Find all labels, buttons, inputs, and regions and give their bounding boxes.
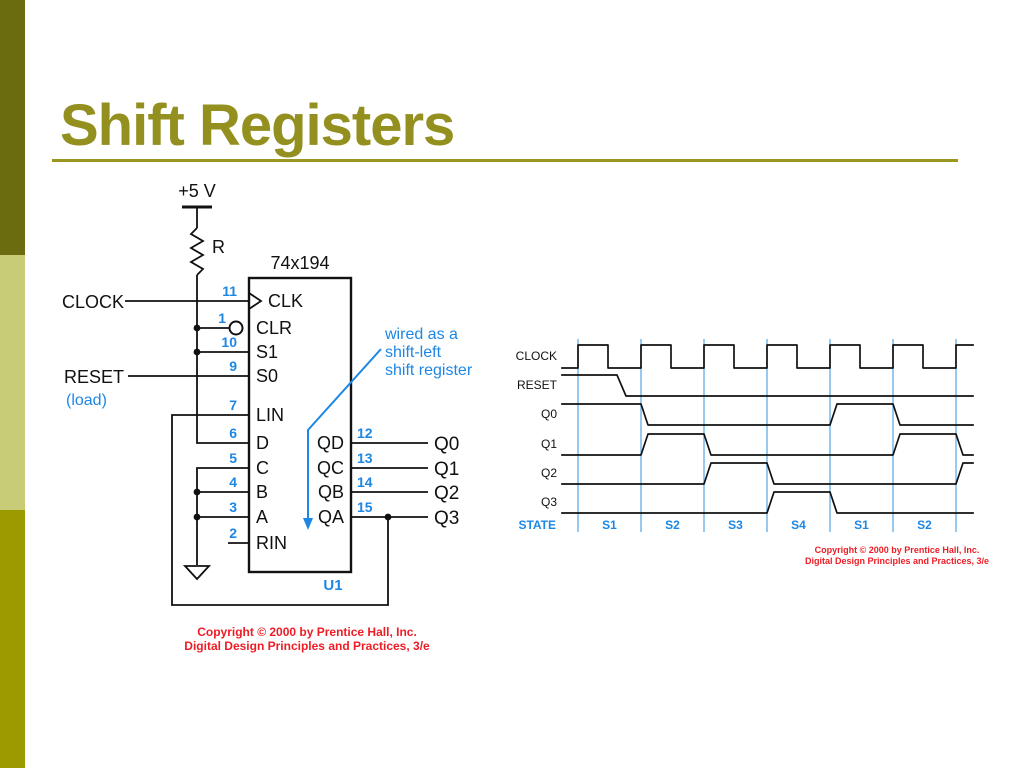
waveform-q0 bbox=[561, 403, 974, 426]
circuit-diagram: +5 V R 74x194 U1 CLOCK RESET (load) wire… bbox=[62, 181, 473, 653]
feedback-wire bbox=[171, 414, 389, 606]
copyright-line: Digital Design Principles and Practices,… bbox=[184, 639, 430, 653]
output-label-q3: Q3 bbox=[434, 508, 459, 529]
output-label-q2: Q2 bbox=[434, 483, 459, 504]
annotation-line: shift register bbox=[385, 362, 473, 379]
waveform-reset bbox=[561, 374, 974, 397]
pin-number: 5 bbox=[229, 450, 237, 466]
pin-name-s0: S0 bbox=[256, 366, 278, 386]
arrowhead-icon bbox=[303, 518, 313, 530]
junction-dot bbox=[193, 348, 201, 356]
chip-ref-label: U1 bbox=[323, 577, 342, 594]
ground-icon bbox=[182, 565, 212, 581]
power-label: +5 V bbox=[178, 181, 216, 201]
pin-number: 3 bbox=[229, 499, 237, 515]
pin-number: 14 bbox=[357, 474, 373, 490]
signal-label-q2: Q2 bbox=[541, 466, 557, 480]
pin-number: 13 bbox=[357, 450, 373, 466]
pin-name-a: A bbox=[256, 507, 268, 527]
timing-waveforms bbox=[561, 344, 974, 514]
waveform-q3 bbox=[561, 491, 974, 514]
chip-body bbox=[247, 276, 353, 574]
junction-dot bbox=[193, 324, 201, 332]
state-label: S2 bbox=[917, 518, 932, 532]
pin-name-qc: QC bbox=[317, 458, 344, 478]
clock-edge-triangle-icon bbox=[248, 292, 263, 310]
clr-inversion-bubble-icon bbox=[228, 320, 244, 336]
state-label: S1 bbox=[602, 518, 617, 532]
signal-label-q3: Q3 bbox=[541, 495, 557, 509]
junction-dot bbox=[193, 513, 201, 521]
waveform-q1 bbox=[561, 433, 974, 456]
state-label: S3 bbox=[728, 518, 743, 532]
pin-name-b: B bbox=[256, 482, 268, 502]
pin-name-c: C bbox=[256, 458, 269, 478]
timing-gridlines bbox=[577, 339, 957, 532]
pin-name-qa: QA bbox=[318, 507, 344, 527]
pin-name-d: D bbox=[256, 433, 269, 453]
annotation-line: shift-left bbox=[385, 344, 442, 361]
waveform-q2 bbox=[561, 462, 974, 485]
state-label: S4 bbox=[791, 518, 806, 532]
waveform-clock bbox=[561, 344, 974, 369]
timing-state-labels: S1 S2 S3 S4 S1 S2 bbox=[602, 518, 932, 532]
junction-dot bbox=[193, 488, 201, 496]
pin-number: 7 bbox=[229, 397, 237, 413]
pin-name-lin: LIN bbox=[256, 405, 284, 425]
pin-number: 4 bbox=[229, 474, 237, 490]
copyright-line: Copyright © 2000 by Prentice Hall, Inc. bbox=[197, 625, 417, 639]
pin-name-rin: RIN bbox=[256, 533, 287, 553]
pin-number: 6 bbox=[229, 425, 237, 441]
shift-direction-arrow bbox=[307, 348, 382, 519]
title-underline bbox=[52, 159, 958, 162]
pin-name-qd: QD bbox=[317, 433, 344, 453]
pin-number: 12 bbox=[357, 425, 373, 441]
resistor-label: R bbox=[212, 237, 225, 257]
output-label-q1: Q1 bbox=[434, 459, 459, 480]
state-row-label: STATE bbox=[518, 518, 556, 532]
sidebar-band-light bbox=[0, 255, 25, 510]
pin-number: 15 bbox=[357, 499, 373, 515]
signal-label-reset: RESET bbox=[517, 378, 558, 392]
sidebar-band-dark bbox=[0, 0, 25, 255]
output-label-q0: Q0 bbox=[434, 434, 459, 455]
pin-name-clk: CLK bbox=[268, 291, 303, 311]
clock-input-label: CLOCK bbox=[62, 292, 124, 312]
annotation-line: wired as a bbox=[384, 326, 458, 343]
pin-name-qb: QB bbox=[318, 482, 344, 502]
load-label: (load) bbox=[66, 392, 107, 409]
timing-diagram: S1 S2 S3 S4 S1 S2 CLOCK RESET Q0 Q1 Q2 Q3 STA… bbox=[516, 339, 989, 566]
reset-input-label: RESET bbox=[64, 367, 124, 387]
pin-number: 2 bbox=[229, 525, 237, 541]
signal-label-q0: Q0 bbox=[541, 407, 557, 421]
ground-rail-wire bbox=[196, 467, 249, 565]
state-label: S1 bbox=[854, 518, 869, 532]
pin-number: 11 bbox=[222, 283, 237, 299]
pin-number: 9 bbox=[229, 358, 237, 374]
sidebar-band-olive bbox=[0, 510, 25, 768]
copyright-line: Digital Design Principles and Practices,… bbox=[805, 556, 989, 566]
pin-number: 1 bbox=[218, 310, 226, 326]
copyright-line: Copyright © 2000 by Prentice Hall, Inc. bbox=[815, 545, 980, 555]
state-label: S2 bbox=[665, 518, 680, 532]
signal-label-clock: CLOCK bbox=[516, 349, 557, 363]
chip-type-label: 74x194 bbox=[270, 253, 329, 273]
pin-name-s1: S1 bbox=[256, 342, 278, 362]
signal-label-q1: Q1 bbox=[541, 437, 557, 451]
resistor bbox=[189, 227, 205, 276]
page-title: Shift Registers bbox=[60, 93, 455, 158]
pin-name-clr: CLR bbox=[256, 318, 292, 338]
pin-number: 10 bbox=[221, 334, 237, 350]
